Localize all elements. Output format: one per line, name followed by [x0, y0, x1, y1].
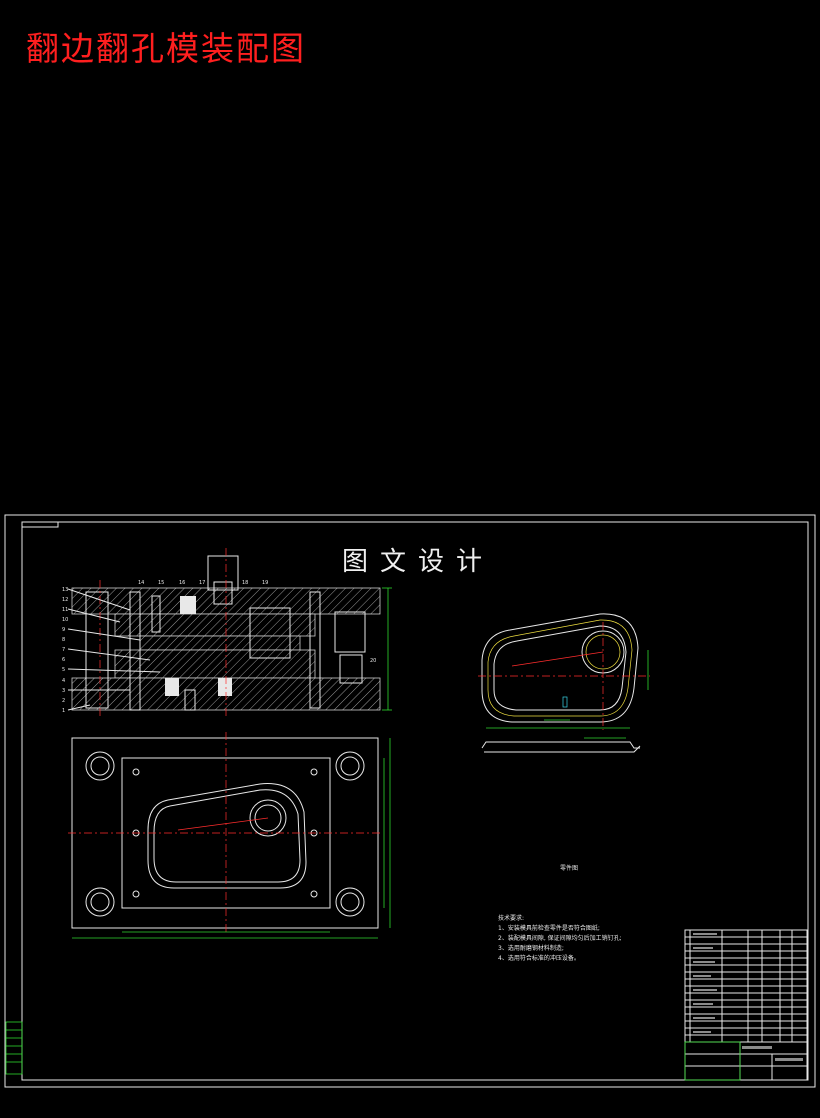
margin-stamp: [5, 1021, 23, 1075]
part-no-10: 10: [62, 617, 68, 623]
guide-post-left: [85, 591, 109, 709]
part-section-profile-lower: [484, 745, 641, 753]
screw-hole: [310, 768, 318, 776]
part-no-11: 11: [62, 607, 68, 613]
guide-hole-bl-inner: [90, 892, 110, 912]
part-no-6: 6: [62, 657, 65, 663]
part-no-3: 3: [62, 688, 65, 694]
bolt-head-c: [218, 678, 232, 696]
tech-item-1: 1、安装模具前检查零件是否符合图纸;: [498, 924, 600, 932]
part-drawing: 零件图: [478, 613, 650, 872]
guide-post-right: [309, 591, 321, 709]
part-outline-flange: [487, 619, 633, 717]
screw-upper: [151, 595, 161, 633]
part-no-14: 14: [138, 580, 144, 586]
part-outline-inner: [493, 625, 627, 711]
tech-item-3: 3、选用耐磨钢材料制造;: [498, 944, 564, 952]
leader-7: [67, 648, 151, 661]
parts-list-text-marks: [693, 933, 803, 1061]
part-no-15: 15: [158, 580, 164, 586]
screw-hole: [310, 890, 318, 898]
die-shank: [207, 555, 239, 591]
leader-9: [67, 628, 141, 641]
sheet-inner-border: [21, 521, 809, 1081]
part-no-7: 7: [62, 647, 65, 653]
part-no-20: 20: [370, 658, 376, 664]
tech-heading: 技术要求:: [498, 914, 524, 922]
part-no-5: 5: [62, 667, 65, 673]
part-number-labels: 13 12 11 10 9 8 7 6 5 4 3 2 1 14 15 16 1…: [62, 580, 376, 714]
tech-item-2: 2、装配模具间隙, 保证间隙均匀后加工销钉孔;: [498, 934, 622, 942]
spring: [334, 611, 366, 653]
part-no-18: 18: [242, 580, 248, 586]
title-block: [684, 929, 808, 1081]
leader-1: [67, 704, 91, 711]
part-no-17: 17: [199, 580, 205, 586]
tech-item-4: 4、选用符合标准的冲压设备。: [498, 954, 580, 962]
stop-pin: [339, 654, 363, 684]
part-no-1: 1: [62, 708, 65, 714]
guide-hole-tl-outer: [85, 751, 115, 781]
guide-hole-br-outer: [335, 887, 365, 917]
guide-hole-tl-inner: [90, 756, 110, 776]
flange-hole-outer: [249, 799, 287, 837]
drawing-title: 图文设计: [342, 547, 494, 577]
part-offset-line: [511, 651, 604, 667]
flange-cavity-inner: [153, 789, 301, 883]
punch-plate: [114, 613, 316, 637]
stripper-plate: [139, 635, 301, 651]
leader-13: [67, 588, 131, 611]
sheet-outer-border: [4, 514, 816, 1088]
plan-view: [68, 732, 391, 939]
technical-requirements: 技术要求: 1、安装模具前检查零件是否符合图纸; 2、装配模具间隙, 保证间隙均…: [498, 914, 622, 962]
part-no-9: 9: [62, 627, 65, 633]
flanging-punch: [249, 607, 291, 659]
screw-hole: [132, 890, 140, 898]
part-no-16: 16: [179, 580, 185, 586]
guide-hole-br-inner: [340, 892, 360, 912]
bolt-head-b: [165, 678, 179, 696]
guide-hole-tr-inner: [340, 756, 360, 776]
part-section-profile: [481, 741, 640, 749]
part-label: 零件图: [560, 864, 578, 872]
title-block-frame: [684, 929, 808, 1081]
leader-5: [67, 668, 161, 673]
part-no-13: 13: [62, 587, 68, 593]
page-title: 翻边翻孔模装配图: [26, 29, 306, 68]
assembly-section-view: [71, 548, 392, 718]
hole-offset-line: [177, 817, 269, 831]
screw-left: [129, 591, 141, 711]
guide-hole-tr-outer: [335, 751, 365, 781]
bolt-head-a: [180, 596, 196, 614]
part-tag: [562, 696, 568, 708]
flange-hole-inner: [254, 804, 282, 832]
part-no-19: 19: [262, 580, 268, 586]
pin-lower: [184, 689, 196, 711]
part-no-4: 4: [62, 678, 65, 684]
part-no-2: 2: [62, 698, 65, 704]
guide-hole-bl-outer: [85, 887, 115, 917]
corner-mark: [22, 522, 59, 528]
margin-stamp-frame: [5, 1021, 23, 1075]
part-outline-outer: [481, 613, 639, 723]
screw-hole: [132, 768, 140, 776]
flange-cavity-outer: [147, 783, 307, 889]
part-no-8: 8: [62, 637, 65, 643]
title-block-signature-area: [684, 1041, 741, 1081]
part-no-12: 12: [62, 597, 68, 603]
shank-stem: [213, 581, 233, 605]
leader-11: [67, 608, 121, 623]
die-block: [114, 649, 316, 679]
